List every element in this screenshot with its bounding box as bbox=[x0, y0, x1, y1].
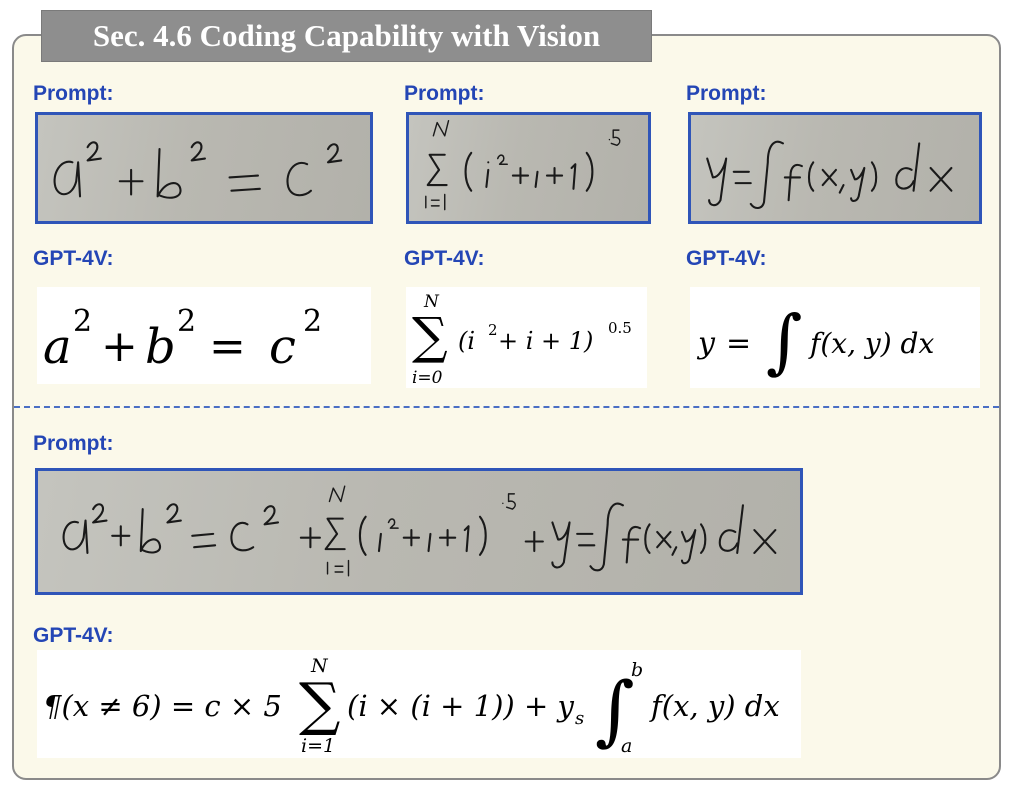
gpt4v-label-2: GPT-4V: bbox=[404, 247, 485, 270]
gpt4v-output-2: N ∑ i=0 (i 2 + i + 1) 0.5 bbox=[406, 287, 647, 388]
latex-exp-b: 2 bbox=[177, 304, 196, 339]
gpt4v-label-4: GPT-4V: bbox=[33, 624, 114, 647]
combined-int-lower: a bbox=[621, 735, 632, 757]
int-y: y bbox=[696, 326, 716, 361]
combined-sub: s bbox=[575, 708, 584, 729]
gpt4v-output-1: a 2 + b 2 = c 2 bbox=[37, 287, 371, 384]
combined-pilcrow: ¶(x ≠ 6) = c × 5 bbox=[43, 689, 282, 723]
sum-sigma-icon: ∑ bbox=[412, 307, 448, 365]
prompt-label-4: Prompt: bbox=[33, 432, 114, 455]
latex-plus: + bbox=[101, 321, 138, 372]
prompt-label-3: Prompt: bbox=[686, 82, 767, 105]
gpt4v-output-4: ¶(x ≠ 6) = c × 5 N ∑ i=1 (i × (i + 1)) +… bbox=[37, 650, 801, 758]
gpt4v-label-3: GPT-4V: bbox=[686, 247, 767, 270]
combined-sum-lower: i=1 bbox=[301, 735, 335, 757]
gpt4v-output-3: y = ∫ f(x, y) dx bbox=[690, 287, 980, 388]
sum-lower: i=0 bbox=[412, 368, 443, 388]
sum-upper: N bbox=[423, 292, 440, 312]
latex-exp-a: 2 bbox=[73, 304, 92, 339]
combined-integral-icon: ∫ bbox=[595, 665, 635, 754]
sum-pow: 0.5 bbox=[608, 319, 632, 337]
combined-sigma-icon: ∑ bbox=[299, 670, 340, 738]
section-title: Sec. 4.6 Coding Capability with Vision bbox=[41, 10, 652, 62]
latex-a: a bbox=[43, 319, 72, 375]
prompt-label-2: Prompt: bbox=[404, 82, 485, 105]
prompt-image-1 bbox=[35, 112, 373, 224]
latex-equals: = bbox=[209, 321, 246, 372]
prompt-image-2 bbox=[406, 112, 651, 224]
prompt-image-3 bbox=[688, 112, 982, 224]
combined-int-upper: b bbox=[631, 659, 643, 681]
sum-rest: + i + 1) bbox=[498, 327, 593, 355]
sum-body: (i bbox=[458, 327, 475, 355]
latex-c: c bbox=[269, 319, 296, 375]
prompt-label-1: Prompt: bbox=[33, 82, 114, 105]
latex-b: b bbox=[145, 319, 176, 375]
int-body: f(x, y) dx bbox=[808, 327, 934, 360]
prompt-image-4 bbox=[35, 468, 803, 595]
latex-exp-c: 2 bbox=[303, 304, 322, 339]
combined-sumbody: (i × (i + 1)) + y bbox=[347, 689, 574, 723]
sum-sq: 2 bbox=[488, 321, 498, 339]
int-eq: = bbox=[726, 326, 751, 361]
combined-tail: f(x, y) dx bbox=[649, 689, 780, 723]
section-divider bbox=[14, 406, 999, 408]
combined-sum-upper: N bbox=[310, 655, 329, 677]
integral-icon: ∫ bbox=[766, 300, 802, 382]
gpt4v-label-1: GPT-4V: bbox=[33, 247, 114, 270]
